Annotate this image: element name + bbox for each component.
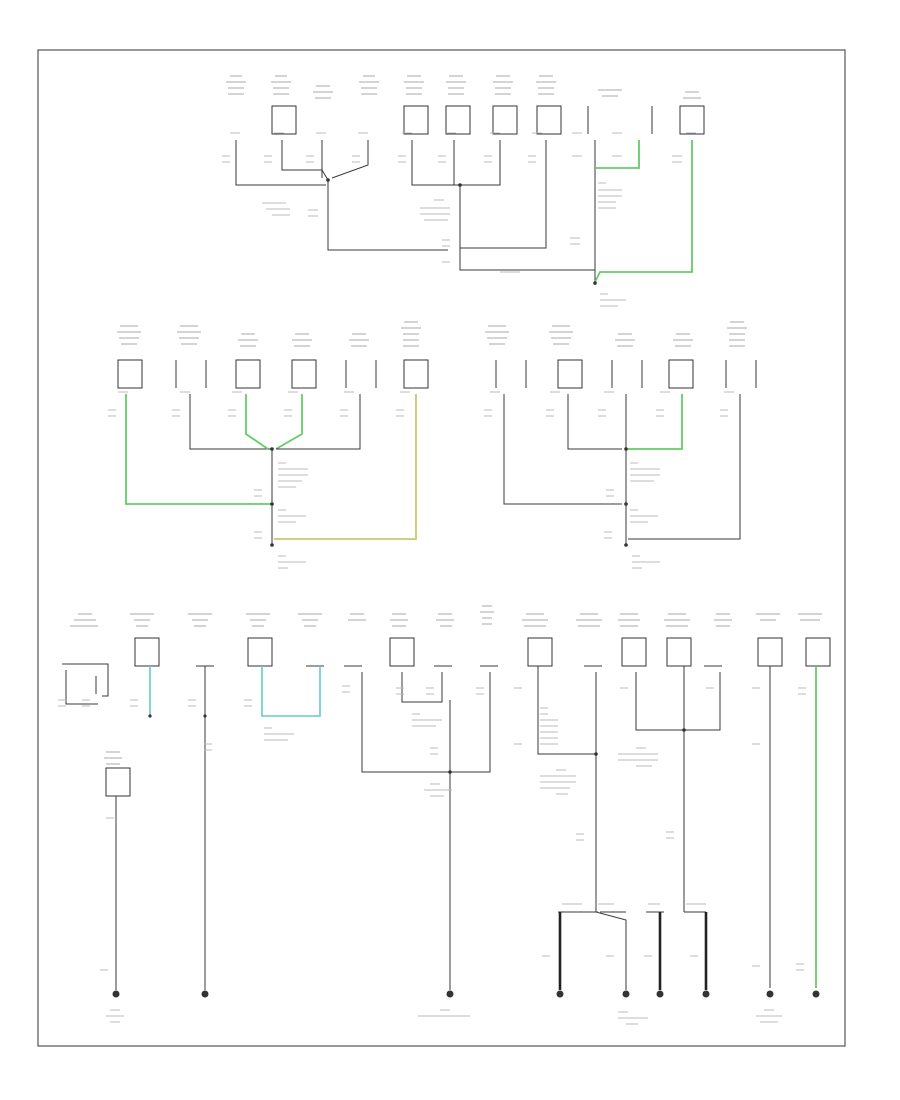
component-box [666,637,692,667]
component-box [271,105,297,135]
cyan-wire [261,666,321,717]
component-box [389,637,415,667]
wire [65,670,98,705]
component-box [492,105,518,135]
wire [684,672,721,731]
section-middle-left [108,321,429,569]
splice-dot [270,502,274,506]
green-wire [626,394,683,450]
wire [628,394,741,540]
wire [235,140,326,186]
splice-dot [326,178,330,182]
mid-left-annotations [108,391,410,569]
splice-dot [270,543,274,547]
wire [411,140,460,186]
ground-point [446,990,454,998]
connector-edge [62,663,109,697]
wire [327,180,448,251]
mid-right-annotations [484,391,734,569]
wire [537,666,596,755]
ground-point [766,990,774,998]
connector-edge [175,360,377,388]
bottom-annotations [58,685,806,1025]
yellow-wire [274,394,417,540]
wire [361,672,450,773]
mid-left-component-labels [117,321,421,347]
wire [595,902,627,990]
connector-edge [587,106,653,134]
wire [281,140,329,181]
component-box [105,767,131,797]
wire [331,140,369,179]
wire [503,394,622,505]
component-box [668,359,694,389]
splice-dot [624,447,628,451]
wire [450,672,491,773]
component-box [557,359,583,389]
component-box [291,359,317,389]
splice-dot [270,447,274,451]
connector-edge [495,360,757,388]
component-box [805,637,831,667]
splice-dot [594,752,598,756]
green-wire [595,140,640,169]
wire [189,394,272,450]
ground-point [622,990,630,998]
component-box [757,637,783,667]
ground-point [112,990,120,998]
wire [567,394,622,450]
component-box [403,359,429,389]
splice-dot [593,281,597,285]
component-box [621,637,647,667]
component-box [403,105,429,135]
bottom-component-labels [70,605,822,765]
ground-point [556,990,564,998]
green-wire [275,394,303,450]
component-box [536,105,562,135]
diagram-border [37,49,846,1047]
ground-point [656,990,664,998]
component-box [235,359,261,389]
splice-dot [203,714,207,718]
splice-dot [458,183,462,187]
green-wire [594,140,693,283]
mid-right-component-labels [485,321,747,347]
top-annotations [222,132,696,307]
ground-point [201,990,209,998]
section-top [222,75,705,307]
splice-dot [448,770,452,774]
ground-point [702,990,710,998]
component-box [527,637,553,667]
wire [459,185,595,271]
splice-dot [624,543,628,547]
wire [460,140,547,249]
component-box [445,105,471,135]
component-box [117,359,143,389]
splice-dot [148,714,152,718]
component-box [247,637,273,667]
component-box [679,105,705,135]
wire [460,140,501,186]
green-wire [245,394,269,450]
wire [401,672,443,703]
section-middle-right [484,321,757,569]
component-box [134,637,160,667]
wire [276,394,361,450]
green-wire [125,394,272,505]
wire [635,672,684,731]
splice-dot [624,502,628,506]
section-bottom [58,605,831,1025]
ground-point [812,990,820,998]
splice-dot [682,728,686,732]
top-component-labels [226,75,701,99]
